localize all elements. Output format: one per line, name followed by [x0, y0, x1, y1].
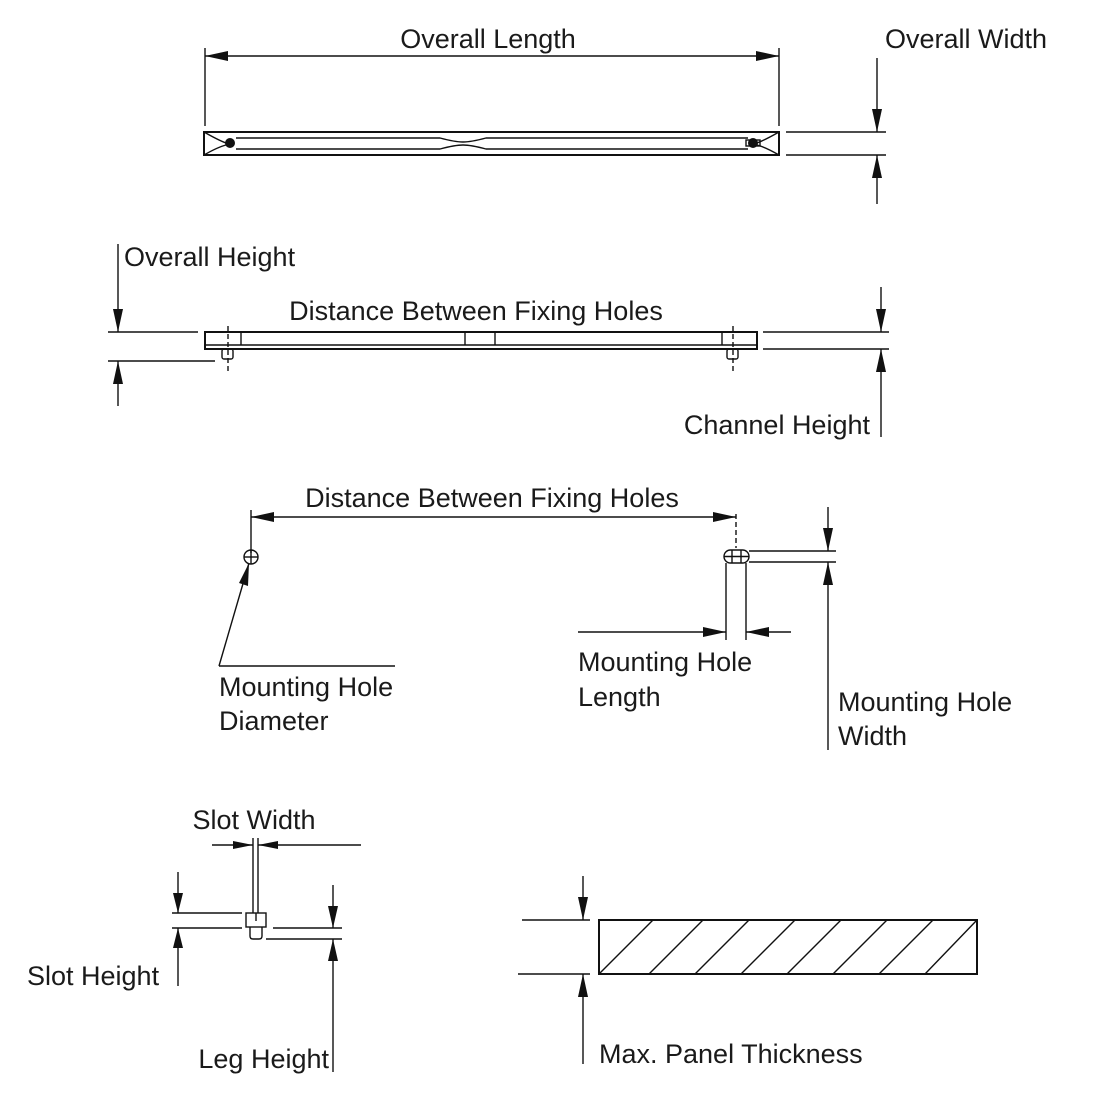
- arrow-right-icon: [756, 51, 779, 61]
- arrow-right-icon: [233, 841, 253, 849]
- arrow-left-icon: [205, 51, 228, 61]
- hatch-lines: [598, 919, 978, 975]
- arrow-up-icon: [239, 563, 249, 586]
- mounting-hole-length-label-1: Mounting Hole: [578, 647, 752, 677]
- slot-height-label: Slot Height: [27, 961, 160, 991]
- hatch-line: [648, 919, 704, 975]
- arrow-up-icon: [872, 155, 882, 178]
- mounting-hole-diameter-label-1: Mounting Hole: [219, 672, 393, 702]
- panel-thickness-detail: Max. Panel Thickness: [518, 876, 978, 1069]
- arrow-down-icon: [876, 309, 886, 332]
- holes-view: Distance Between Fixing Holes Mounting H…: [218, 483, 1012, 751]
- fixing-hole-left: [225, 138, 235, 148]
- arrow-right-icon: [713, 512, 736, 522]
- hatch-line: [598, 919, 654, 975]
- leg-detail: Slot Width Slot Height Leg Height: [27, 805, 361, 1074]
- hatch-line: [740, 919, 796, 975]
- arrow-up-icon: [113, 361, 123, 384]
- mounting-hole-width-label-2: Width: [838, 721, 907, 751]
- distance-fixing-holes-label-2: Distance Between Fixing Holes: [305, 483, 679, 513]
- channel-side-outline: [204, 326, 758, 374]
- arrow-left-icon: [251, 512, 274, 522]
- side-view: Overall Height Distance Between Fixing H…: [108, 242, 889, 440]
- leg-left: [221, 348, 234, 360]
- arrow-down-icon: [113, 309, 123, 332]
- overall-height-label: Overall Height: [124, 242, 296, 272]
- round-mounting-hole: [243, 549, 259, 565]
- channel-height-label: Channel Height: [684, 410, 871, 440]
- hatch-line: [694, 919, 750, 975]
- max-panel-thickness-label: Max. Panel Thickness: [599, 1039, 863, 1069]
- slot-width-label: Slot Width: [192, 805, 315, 835]
- leg-right: [726, 348, 739, 360]
- hatch-line: [878, 919, 934, 975]
- leg-shape: [245, 912, 267, 940]
- hatch-line: [924, 919, 978, 975]
- panel-section: [598, 919, 978, 975]
- arrow-down-icon: [872, 109, 882, 132]
- overall-length-label: Overall Length: [400, 24, 576, 54]
- arrow-down-icon: [578, 897, 588, 920]
- mounting-hole-width-label-1: Mounting Hole: [838, 687, 1012, 717]
- overall-width-label: Overall Width: [885, 24, 1047, 54]
- slotted-mounting-hole: [723, 549, 750, 564]
- mounting-hole-length-label-2: Length: [578, 682, 661, 712]
- arrow-down-icon: [328, 906, 338, 928]
- hatch-line: [832, 919, 888, 975]
- arrow-left-icon: [746, 627, 769, 637]
- arrow-down-icon: [173, 893, 183, 913]
- arrow-up-icon: [173, 928, 183, 948]
- arrow-up-icon: [823, 562, 833, 585]
- distance-fixing-holes-label: Distance Between Fixing Holes: [289, 296, 663, 326]
- arrow-up-icon: [328, 939, 338, 961]
- arrow-up-icon: [876, 349, 886, 372]
- arrow-up-icon: [578, 974, 588, 997]
- channel-top-outline: [203, 131, 780, 156]
- top-view: Overall Length Overall Width: [203, 24, 1047, 204]
- mounting-hole-diameter-label-2: Diameter: [219, 706, 329, 736]
- leg-height-label: Leg Height: [198, 1044, 329, 1074]
- arrow-right-icon: [703, 627, 726, 637]
- hatch-line: [786, 919, 842, 975]
- arrow-down-icon: [823, 528, 833, 551]
- arrow-left-icon: [258, 841, 278, 849]
